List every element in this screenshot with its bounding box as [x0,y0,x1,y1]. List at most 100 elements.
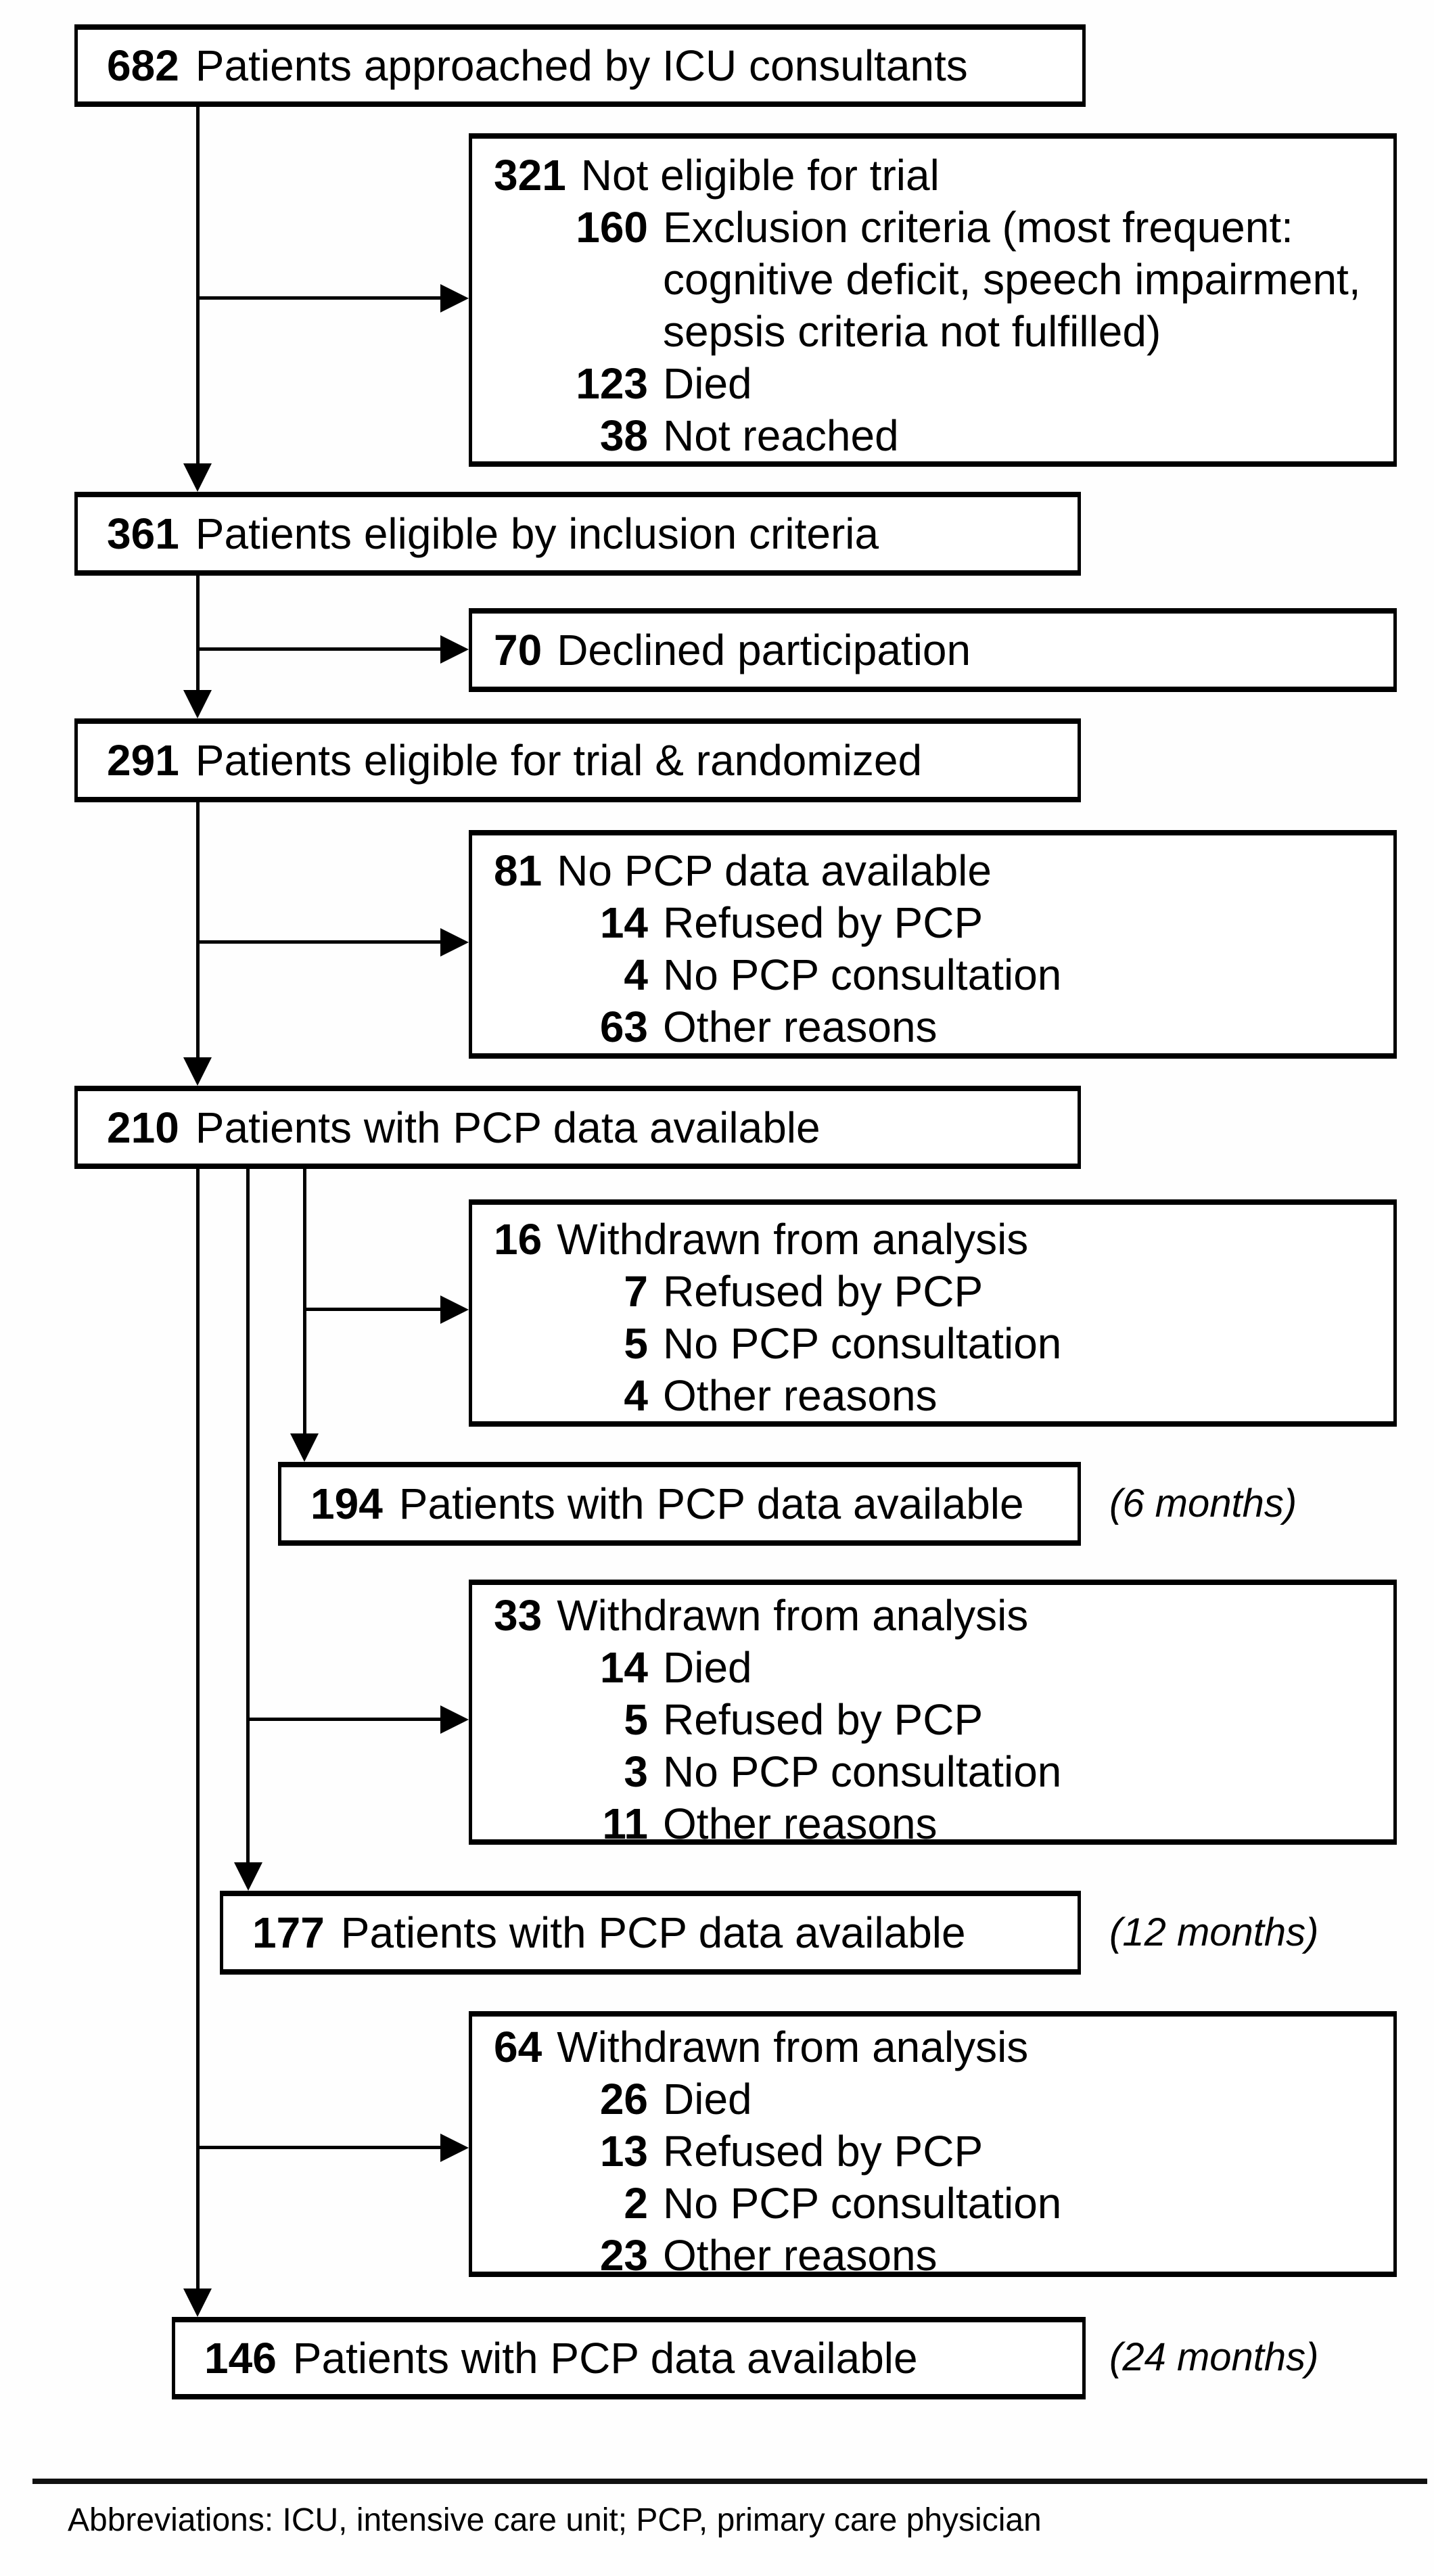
box-withdrawn-24-months: 64 Withdrawn from analysis 26 Died 13 Refus… [469,2011,1397,2280]
arrowhead-down-icon [183,463,212,492]
box-label: Patients with PCP data available [195,1103,820,1152]
line-count: 14 [599,898,648,947]
flow-line-branch-declined [198,647,442,651]
flow-line-branch-not-eligible [198,296,442,300]
line-text: Withdrawn from analysis [557,1591,1029,1640]
flow-line-branch-withdrawn-6 [304,1308,442,1311]
arrowhead-right-icon [440,635,469,664]
flow-line-branch-withdrawn-12 [248,1718,442,1721]
line-text: No PCP consultation [663,950,1062,999]
line-text: Exclusion criteria (most frequent: [663,203,1293,252]
box-pcp-data-194: 194 Patients with PCP data available [278,1462,1081,1546]
line-count: 5 [624,1695,648,1744]
side-box-line: 160 Exclusion criteria (most frequent: [494,202,1383,254]
line-text: cognitive deficit, speech impairment, [663,255,1361,304]
box-patients-approached: 682 Patients approached by ICU consultan… [74,24,1086,107]
line-text: No PCP consultation [663,1747,1062,1796]
box-label: Patients with PCP data available [340,1908,966,1957]
box-label: Patients with PCP data available [292,2334,918,2383]
count-361: 361 [107,509,179,558]
side-box-line: 5 Refused by PCP [494,1694,1383,1746]
line-count: 123 [576,359,648,408]
line-text: Refused by PCP [663,2127,984,2176]
line-text: No PCP consultation [663,1319,1062,1368]
line-text: Other reasons [663,1003,938,1051]
flow-line-361-to-291 [196,576,200,693]
box-label: Patients eligible by inclusion criteria [195,509,879,558]
count-291: 291 [107,736,179,785]
box-label: Patients with PCP data available [398,1479,1024,1528]
line-text: No PCP data available [557,846,992,895]
line-text: Refused by PCP [663,1267,984,1316]
side-box-line: 64 Withdrawn from analysis [494,2021,1383,2073]
footer-divider [32,2479,1427,2484]
count-177: 177 [252,1908,325,1957]
arrowhead-down-icon [234,1862,262,1891]
line-count: 2 [624,2179,648,2228]
line-text: Withdrawn from analysis [557,2023,1029,2071]
side-box-line: 26 Died [494,2073,1383,2125]
line-text: Not reached [663,411,899,460]
flow-line-branch-withdrawn-24 [198,2146,442,2149]
arrowhead-down-icon [183,2288,212,2317]
flow-line-210-to-194 [303,1169,306,1437]
line-text: Refused by PCP [663,1695,984,1744]
box-eligible-inclusion: 361 Patients eligible by inclusion crite… [74,492,1081,576]
line-count: 4 [624,950,648,999]
count-210: 210 [107,1103,179,1152]
line-count: 16 [494,1215,542,1264]
arrowhead-right-icon [440,928,469,957]
line-count: 11 [602,1799,648,1848]
side-box-line: 321 Not eligible for trial [494,150,1383,202]
box-pcp-data-146: 146 Patients with PCP data available [172,2317,1086,2399]
line-count: 63 [599,1003,648,1051]
side-box-line: 5 No PCP consultation [494,1318,1383,1370]
line-text: Other reasons [663,2231,938,2280]
line-text: Withdrawn from analysis [557,1215,1029,1264]
line-count: 33 [494,1591,542,1640]
arrowhead-down-icon [183,1057,212,1086]
line-count: 7 [624,1267,648,1316]
side-box-line: 33 Withdrawn from analysis [494,1590,1383,1642]
line-count: 70 [494,625,542,674]
line-text: No PCP consultation [663,2179,1062,2228]
line-count: 3 [624,1747,648,1796]
arrowhead-right-icon [440,284,469,313]
line-count: 321 [494,151,566,200]
line-count: 38 [599,411,648,460]
side-box-line: 38 Not reached [494,410,1383,462]
arrowhead-down-icon [290,1433,319,1462]
box-pcp-data-210: 210 Patients with PCP data available [74,1086,1081,1169]
count-146: 146 [204,2334,277,2383]
arrowhead-right-icon [440,1295,469,1324]
line-count: 5 [624,1319,648,1368]
line-count: 26 [599,2075,648,2123]
line-text: Died [663,359,752,408]
line-count: 13 [599,2127,648,2176]
box-not-eligible: 321 Not eligible for trial 160 Exclusion c… [469,133,1397,467]
side-box-line: 4 No PCP consultation [494,949,1383,1001]
flow-line-682-to-361 [196,106,200,467]
line-text: Not eligible for trial [580,151,940,200]
annotation-6-months: (6 months) [1109,1481,1297,1525]
flow-line-210-to-177 [246,1169,250,1866]
line-count: 160 [576,203,648,252]
line-count: 14 [599,1643,648,1692]
annotation-12-months: (12 months) [1109,1910,1319,1954]
count-194: 194 [310,1479,383,1528]
annotation-24-months: (24 months) [1109,2335,1319,2379]
arrowhead-down-icon [183,690,212,718]
line-text: Died [663,2075,752,2123]
line-count: 64 [494,2023,542,2071]
box-withdrawn-6-months: 16 Withdrawn from analysis 7 Refused by PC… [469,1199,1397,1427]
